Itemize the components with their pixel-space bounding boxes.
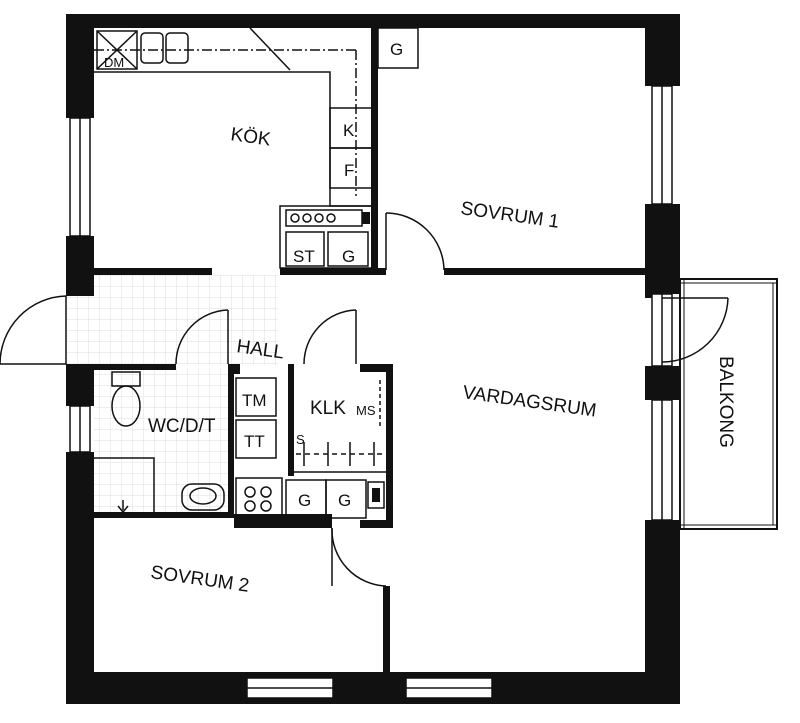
bedroom2-label: SOVRUM 2	[149, 562, 250, 597]
door-swings	[0, 212, 729, 587]
windows	[69, 85, 673, 699]
kitchen-counter	[94, 27, 373, 207]
fridge-label: K	[343, 121, 355, 140]
bathroom-label: WC/D/T	[148, 416, 216, 437]
hall-g1-label: G	[298, 491, 311, 510]
laundry-units	[235, 377, 283, 519]
tm-label: TM	[242, 391, 267, 410]
s-label: S	[296, 432, 305, 447]
wardrobe-box	[377, 27, 419, 69]
wardrobe-g-label: G	[390, 40, 403, 59]
ms-label: MS	[356, 403, 376, 418]
bedroom1-label: SOVRUM 1	[459, 198, 560, 233]
hall-cabinet-knob	[372, 488, 380, 502]
closet-label: KLK	[310, 398, 346, 419]
closet-interior	[294, 380, 386, 473]
oven-vent	[362, 212, 370, 224]
living-label: VARDAGSRUM	[461, 382, 597, 422]
bathroom-fixtures	[94, 371, 225, 513]
balcony	[679, 278, 778, 530]
tt-label: TT	[244, 432, 265, 451]
bottom-wall-pier	[333, 672, 406, 704]
dm-label: DM	[104, 55, 124, 70]
hall-g2-label: G	[338, 491, 351, 510]
freezer-label: F	[344, 161, 354, 180]
hall-wardrobes	[285, 479, 385, 519]
stove-st-label: ST	[293, 247, 315, 266]
balcony-label: BALKONG	[715, 356, 736, 448]
bathroom-tile-floor	[94, 368, 234, 514]
kitchen-label: KÖK	[229, 124, 272, 150]
hall-tile-floor	[66, 275, 278, 365]
kitchen-g-label: G	[342, 247, 355, 266]
